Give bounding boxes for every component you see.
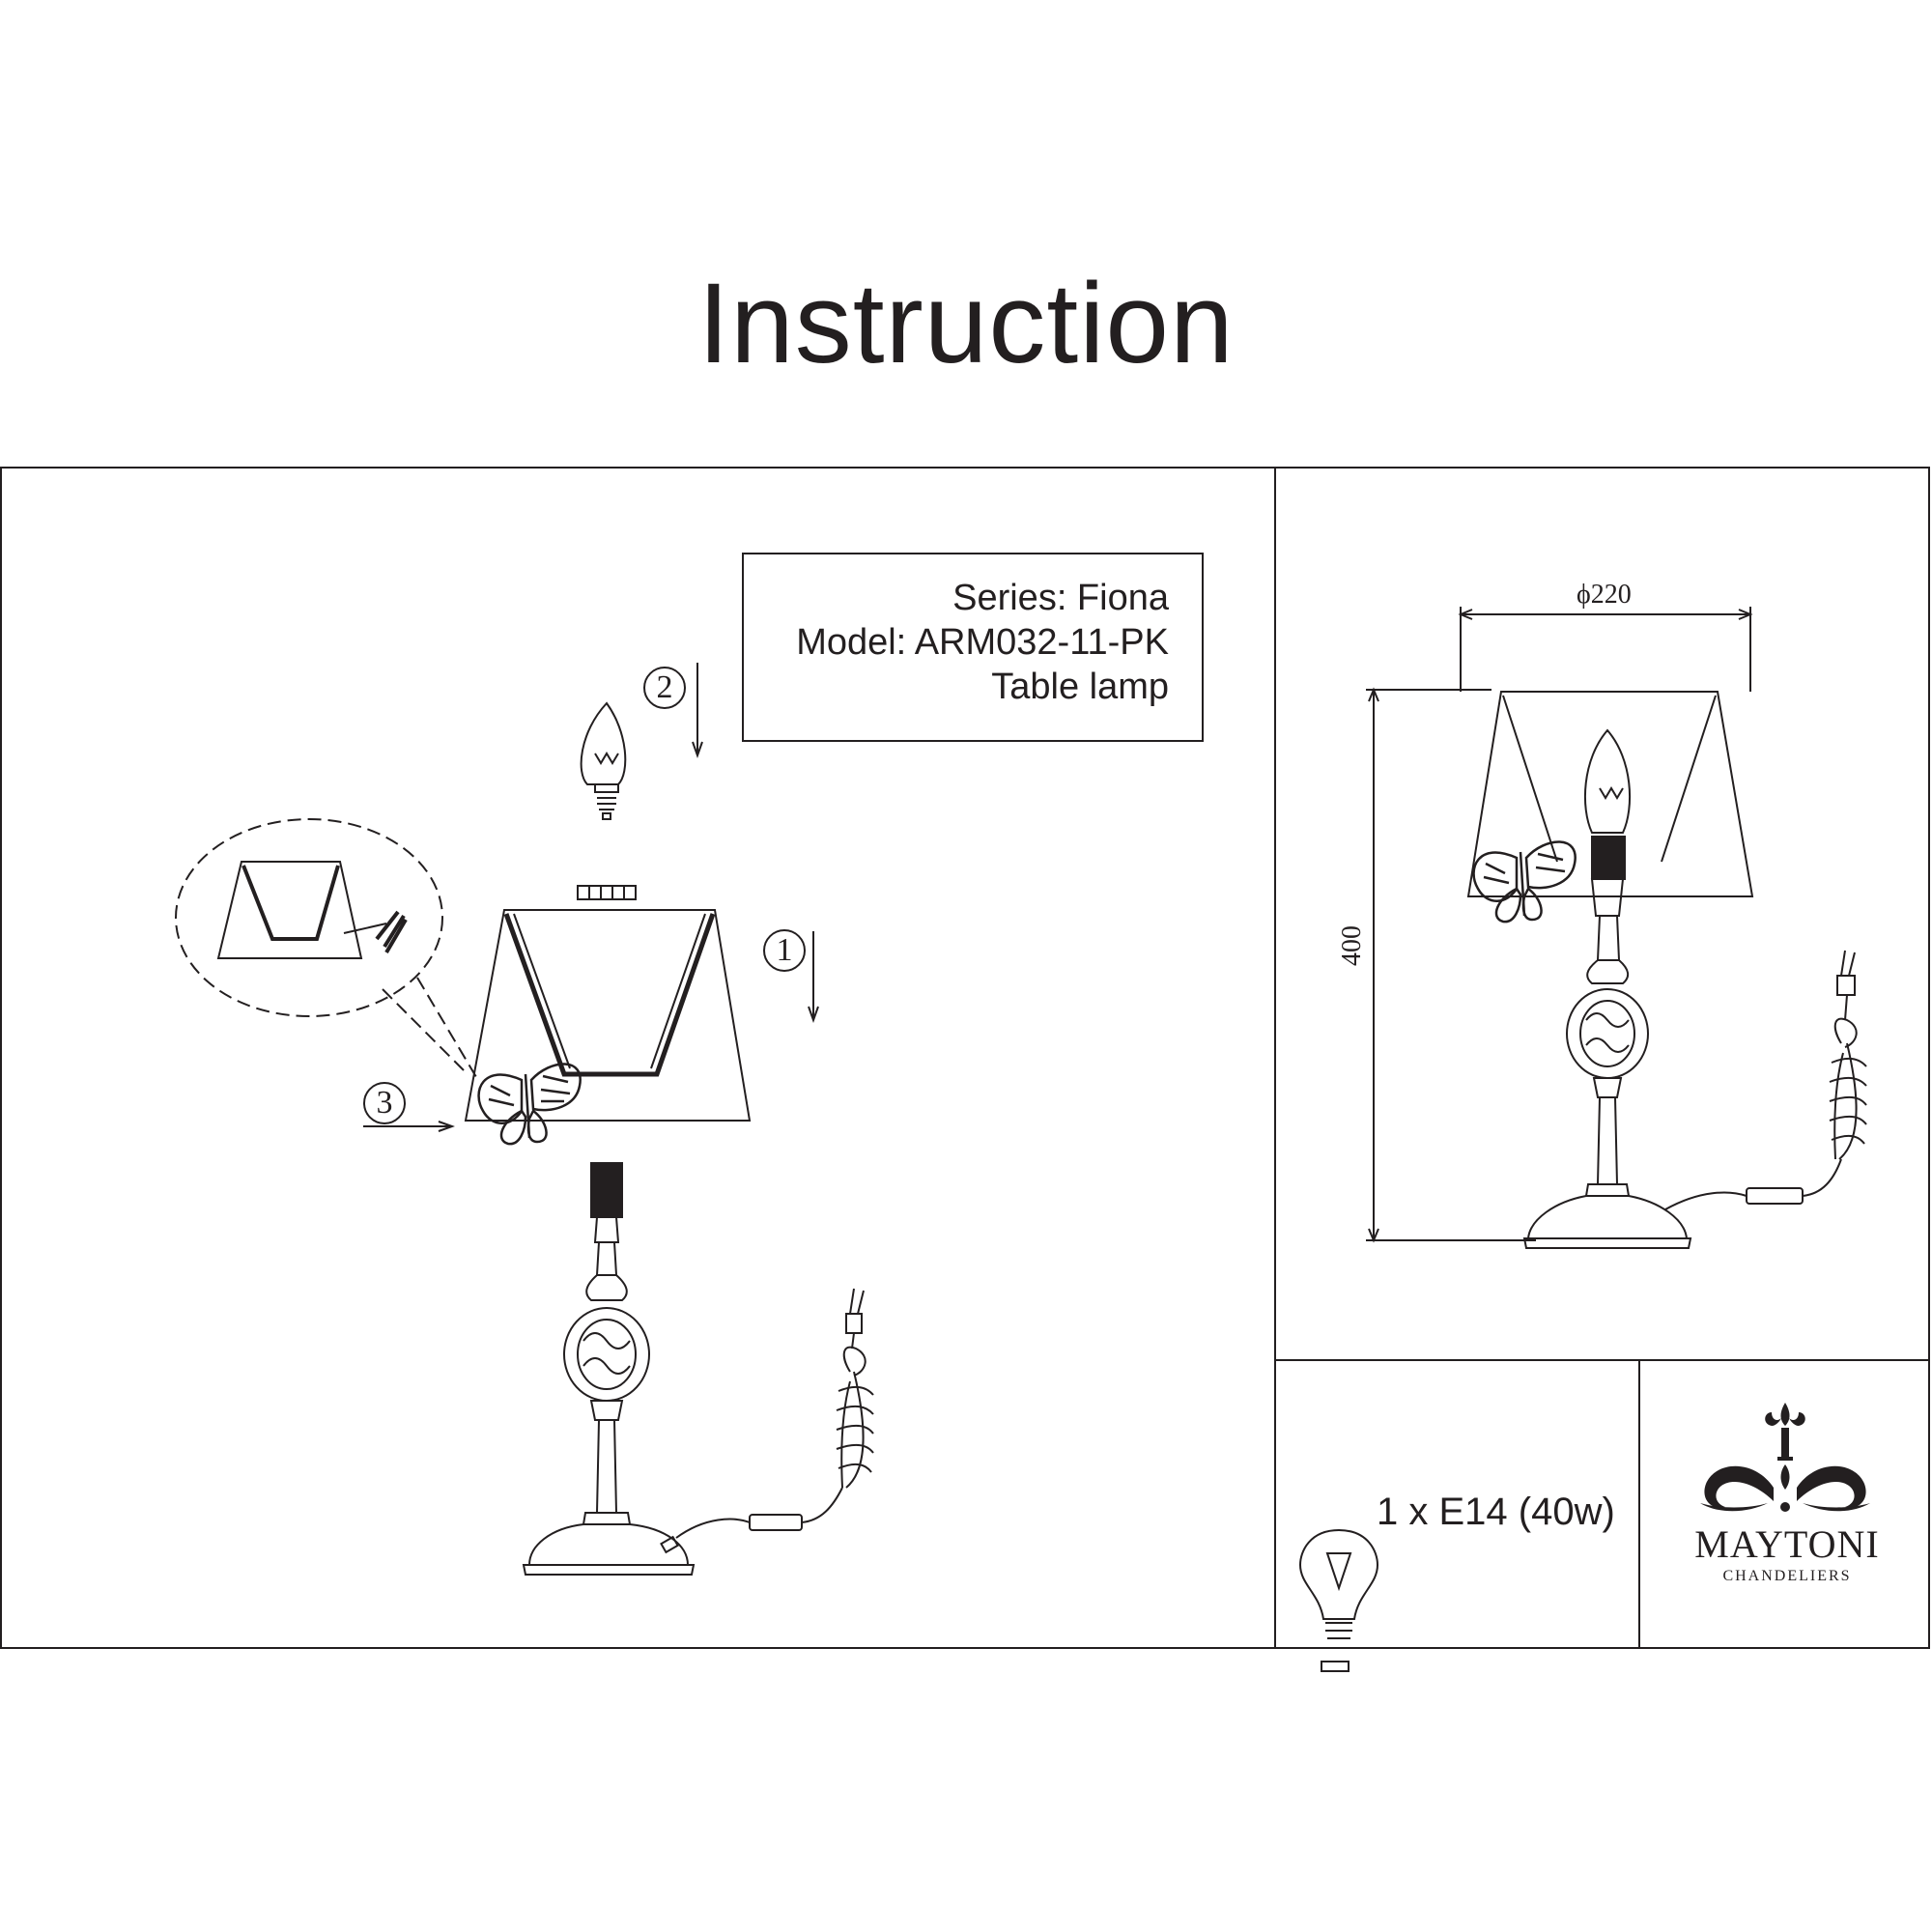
lamp-base-exploded [522, 1216, 696, 1576]
ring-nut [577, 885, 637, 900]
butterfly-decoration [477, 1063, 582, 1146]
step-1-marker: 1 [763, 929, 806, 972]
lamp-socket [590, 1162, 623, 1218]
dimension-lines [1366, 607, 1753, 1243]
assembled-lamp [1466, 691, 1867, 1249]
series-label: Series: Fiona [952, 578, 1169, 618]
diameter-dimension: ϕ220 [1577, 580, 1632, 610]
power-cord-exploded [675, 1288, 874, 1539]
lampshade-exploded [464, 909, 752, 1122]
model-label: Model: ARM032-11-PK [796, 622, 1169, 663]
outer-frame [0, 467, 1930, 1649]
butterfly-detail-callout [175, 818, 480, 1083]
page-title: Instruction [697, 260, 1235, 387]
bulb-spec-label: 1 x E14 (40w) [1377, 1491, 1615, 1533]
fleur-ornament-logo [1700, 1403, 1870, 1512]
brand-block: MAYTONI CHANDELIERS [1642, 1522, 1932, 1586]
candle-bulb-exploded [580, 701, 627, 820]
product-type-label: Table lamp [991, 667, 1169, 707]
brand-subtitle: CHANDELIERS [1722, 1568, 1852, 1584]
butterfly-decoration-assembled [1472, 840, 1577, 923]
step-3-marker: 3 [363, 1082, 406, 1124]
light-bulb-icon [1298, 1528, 1379, 1672]
step-arrows [363, 663, 819, 1132]
height-dimension: 400 [1337, 925, 1367, 966]
brand-name: MAYTONI [1694, 1522, 1880, 1566]
step-2-marker: 2 [643, 667, 686, 709]
product-spec-box: Series: Fiona Model: ARM032-11-PK Table … [742, 553, 1204, 742]
